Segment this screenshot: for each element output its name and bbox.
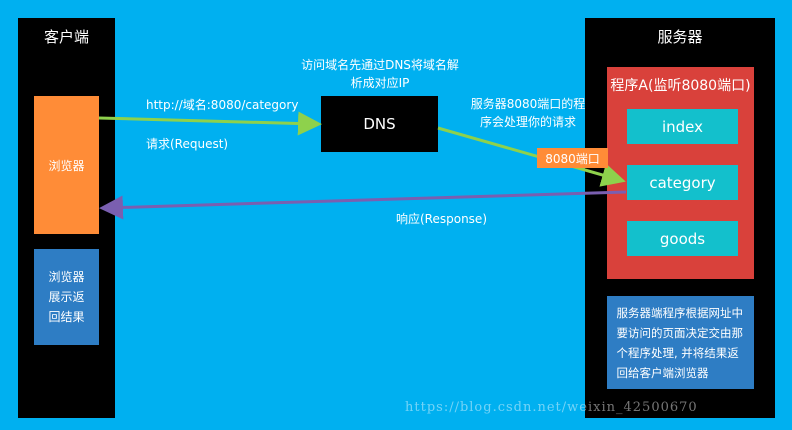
dns-label: DNS bbox=[363, 115, 396, 133]
request-url-label: http://域名:8080/category bbox=[146, 98, 299, 112]
browser-box: 浏览器 bbox=[34, 96, 99, 234]
server-port-note: 服务器8080端口的程序会处理你的请求 bbox=[470, 97, 586, 129]
result-label: 浏览器展示返回结果 bbox=[48, 270, 85, 324]
program-a-box: 程序A(监听8080端口) index category goods bbox=[607, 67, 754, 279]
dns-to-server-arrow bbox=[437, 126, 626, 187]
port-tag-label: 8080端口 bbox=[545, 151, 600, 166]
port-8080-tag: 8080端口 bbox=[537, 148, 608, 168]
response-arrow bbox=[99, 190, 627, 220]
server-description: 服务器端程序根据网址中要访问的页面决定交由那个程序处理, 并将结果返回给客户端浏… bbox=[616, 305, 744, 380]
program-title: 程序A(监听8080端口) bbox=[610, 78, 751, 94]
dns-note: 访问域名先通过DNS将域名解析成对应IP bbox=[301, 58, 459, 90]
browser-label: 浏览器 bbox=[48, 158, 85, 173]
route-category: category bbox=[627, 165, 738, 200]
result-box: 浏览器展示返回结果 bbox=[34, 249, 99, 345]
server-description-box: 服务器端程序根据网址中要访问的页面决定交由那个程序处理, 并将结果返回给客户端浏… bbox=[607, 296, 754, 389]
server-title: 服务器 bbox=[657, 28, 703, 46]
client-title: 客户端 bbox=[43, 28, 89, 46]
request-arrow bbox=[98, 111, 322, 136]
request-label: 请求(Request) bbox=[146, 137, 229, 151]
route-index: index bbox=[627, 109, 738, 144]
route-goods: goods bbox=[627, 221, 738, 256]
dns-box: DNS bbox=[321, 96, 438, 152]
watermark: https://blog.csdn.net/weixin_42500670 bbox=[405, 400, 698, 415]
response-label: 响应(Response) bbox=[396, 212, 487, 226]
